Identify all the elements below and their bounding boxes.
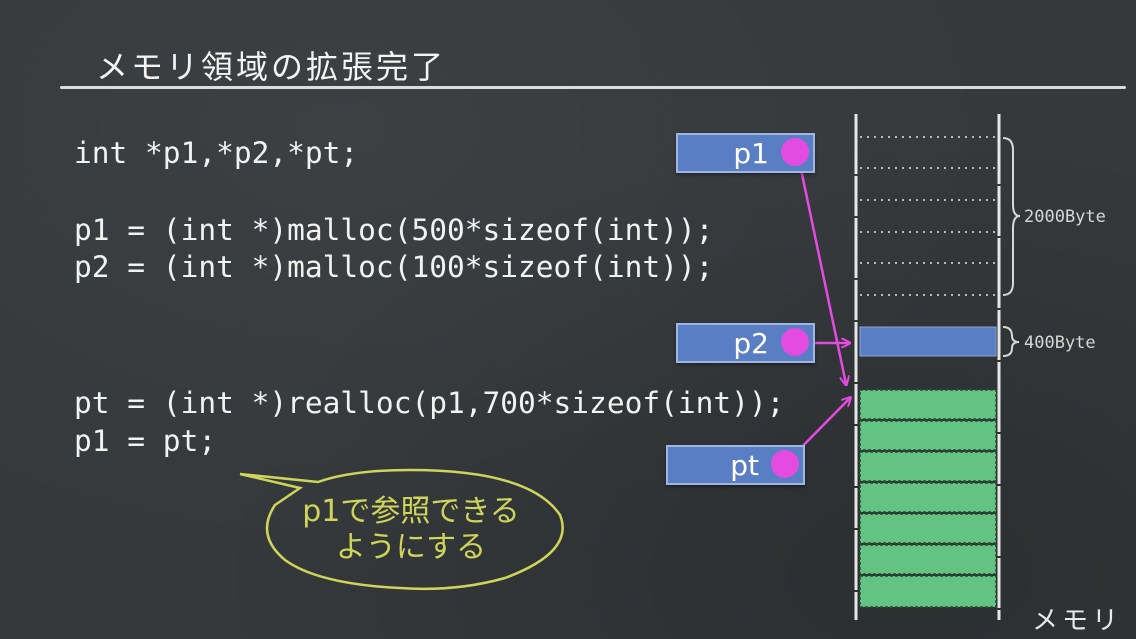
slide-title: メモリ領域の拡張完了 bbox=[96, 48, 447, 86]
code-line-realloc: pt = (int *)realloc(p1,700*sizeof(int)); bbox=[74, 386, 785, 420]
callout-text: p1で参照できる ようにする bbox=[276, 494, 546, 566]
new-block-row bbox=[859, 389, 997, 420]
label-400byte: 400Byte bbox=[1024, 333, 1096, 353]
new-block-row bbox=[859, 451, 997, 482]
pointer-p2-dot bbox=[781, 328, 809, 356]
p1-arrow bbox=[796, 154, 846, 384]
code-line-malloc-p2: p2 = (int *)malloc(100*sizeof(int)); bbox=[74, 250, 714, 284]
new-block-row bbox=[859, 575, 997, 608]
label-2000byte: 2000Byte bbox=[1024, 207, 1106, 227]
callout-line-1: p1で参照できる bbox=[302, 494, 520, 529]
realloc-memory-block bbox=[859, 389, 997, 608]
callout-line-2: ようにする bbox=[335, 530, 487, 565]
code-line-declaration: int *p1,*p2,*pt; bbox=[74, 136, 359, 170]
brace-400byte bbox=[1002, 326, 1020, 357]
speech-bubble bbox=[239, 468, 564, 591]
new-block-row bbox=[859, 544, 997, 575]
pointer-p1-label: p1 bbox=[733, 136, 769, 170]
pointer-pt-dot bbox=[771, 450, 799, 478]
new-block-row bbox=[859, 513, 997, 544]
title-underline bbox=[60, 86, 1126, 89]
pointer-p1-dot bbox=[781, 138, 809, 166]
new-block-row bbox=[859, 482, 997, 513]
freed-memory-region bbox=[860, 136, 996, 296]
pointer-pt-label: pt bbox=[730, 448, 759, 482]
code-line-malloc-p1: p1 = (int *)malloc(500*sizeof(int)); bbox=[74, 213, 714, 247]
brace-2000byte bbox=[1002, 137, 1021, 296]
memory-caption: メモリ bbox=[1032, 606, 1123, 636]
code-line-assign: p1 = pt; bbox=[74, 424, 217, 458]
new-block-row bbox=[859, 420, 997, 451]
p2-memory-block bbox=[859, 326, 997, 357]
pointer-p2-label: p2 bbox=[733, 326, 769, 360]
